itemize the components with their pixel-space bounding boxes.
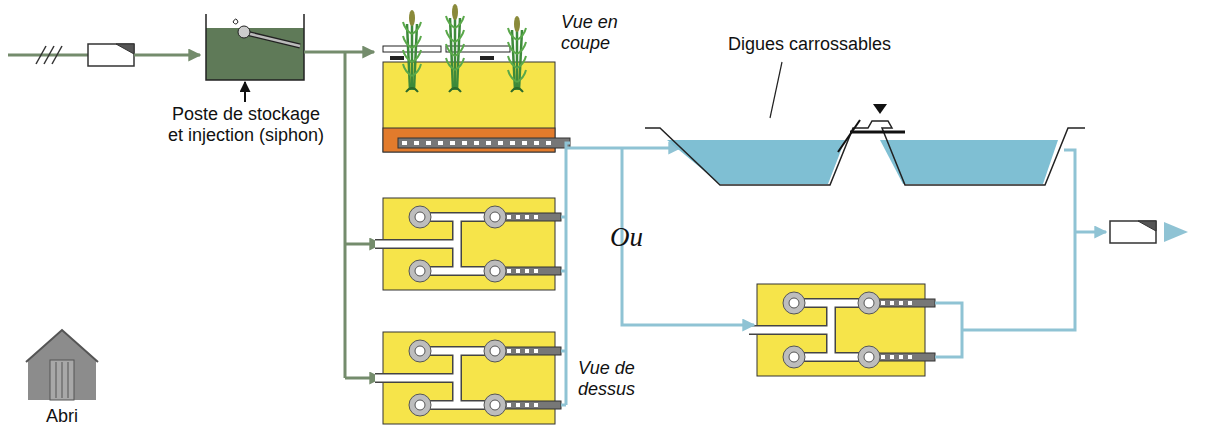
hatch-mark — [44, 46, 54, 64]
node-label: Vue en coupe — [561, 12, 633, 53]
outlet-pipe — [561, 217, 566, 405]
outlet-box — [1110, 221, 1156, 243]
filter-top-view — [375, 198, 561, 290]
callout-label: Poste de stockage et injection (siphon) — [166, 104, 326, 145]
shed: Abri — [26, 328, 98, 400]
callout-label: Digues carrossables — [728, 34, 988, 55]
flow-arrow — [134, 54, 200, 57]
callout-arrow — [244, 82, 246, 102]
filter-top-view — [749, 284, 935, 376]
view-label: Vue de dessus — [578, 358, 654, 399]
inlet-box — [88, 44, 134, 66]
section-view: Vue en coupe — [383, 62, 555, 152]
flow-arrow — [1075, 231, 1106, 234]
flow-pipe — [344, 52, 347, 378]
filter-top-view — [375, 332, 561, 424]
flow-arrow — [304, 51, 374, 54]
hatch-mark — [36, 46, 46, 64]
leader-line — [770, 62, 782, 118]
storage-tank — [206, 14, 304, 80]
outlet-pipe — [566, 143, 570, 405]
lagoons — [645, 104, 1085, 185]
choice-label: Ou — [610, 222, 660, 253]
filter-section — [383, 4, 570, 152]
shed-icon — [26, 330, 98, 400]
outlet-pipe — [935, 303, 962, 357]
node-label: Abri — [16, 406, 108, 427]
outlet-arrow — [1164, 222, 1188, 242]
hatch-mark — [52, 46, 62, 64]
